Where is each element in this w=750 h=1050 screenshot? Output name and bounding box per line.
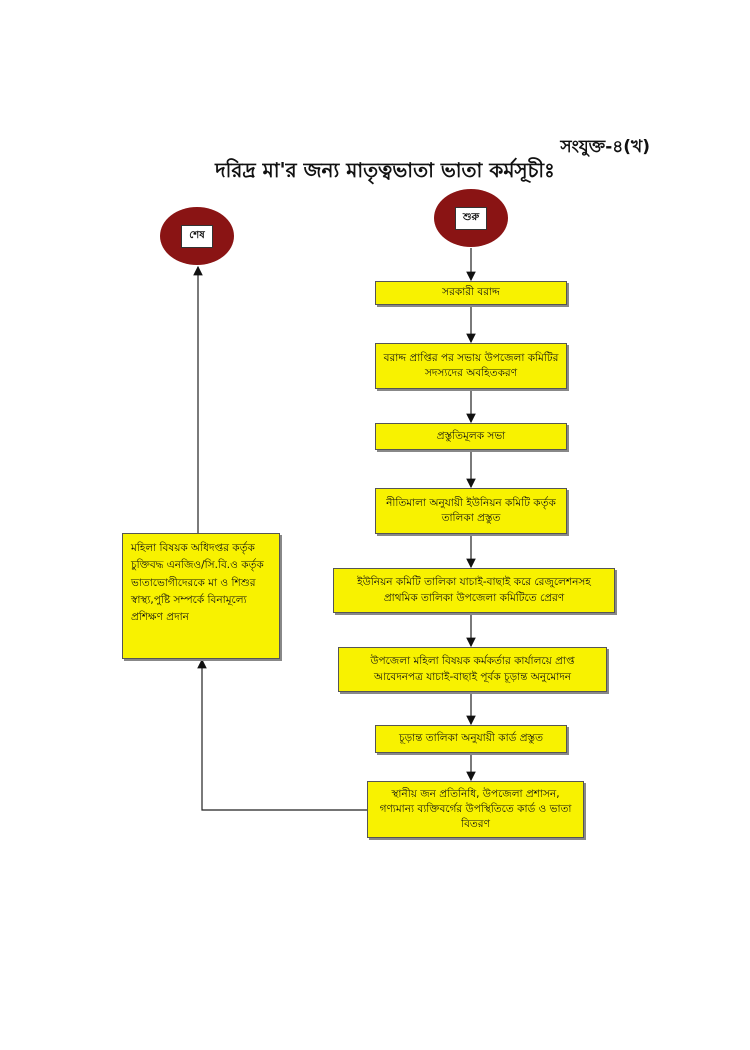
end-terminal: শেষ [160, 207, 234, 265]
step-box: চূড়ান্ত তালিকা অনুযায়ী কার্ড প্রস্তুত [375, 725, 567, 753]
step-box: নীতিমালা অনুযায়ী ইউনিয়ন কমিটি কর্তৃক ত… [375, 488, 567, 534]
start-terminal: শুরু [434, 189, 508, 247]
step-box: সরকারী বরাদ্দ [375, 281, 567, 305]
start-label: শুরু [454, 206, 488, 230]
training-box: মহিলা বিষয়ক অধিদপ্তর কর্তৃক চুক্তিবদ্ধ … [122, 533, 280, 659]
end-label: শেষ [181, 224, 213, 248]
step-box: প্রস্তুতিমূলক সভা [375, 423, 567, 450]
step-box: ইউনিয়ন কমিটি তালিকা যাচাই-বাছাই করে রেজ… [333, 568, 615, 613]
page-title: দরিদ্র মা'র জন্য মাতৃত্বভাতা ভাতা কর্মসূ… [215, 158, 555, 182]
step-box: স্থানীয় জন প্রতিনিধি, উপজেলা প্রশাসন, গ… [367, 781, 584, 838]
step-box: উপজেলা মহিলা বিষয়ক কর্মকর্তার কার্যালয়… [338, 647, 607, 692]
annex-label: সংযুক্ত-৪(খ) [560, 137, 650, 157]
step-box: বরাদ্দ প্রাপ্তির পর সভায় উপজেলা কমিটির … [375, 343, 567, 389]
arrow [197, 658, 367, 811]
